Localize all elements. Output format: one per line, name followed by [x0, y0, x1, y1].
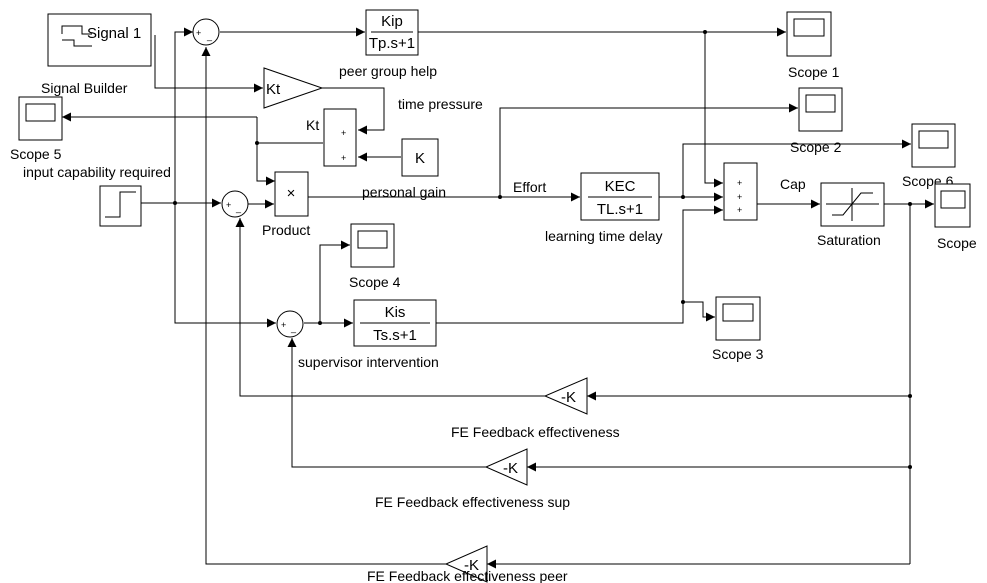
branch-point: [173, 201, 177, 205]
svg-text:K: K: [415, 150, 425, 167]
time-pressure-label: time pressure: [398, 96, 483, 112]
svg-text:TL.s+1: TL.s+1: [597, 201, 643, 218]
feedback-gain-peer[interactable]: -K: [444, 545, 488, 583]
step-icon: [105, 191, 136, 218]
branch-point: [318, 321, 322, 325]
feedback-main-label: FE Feedback effectiveness: [451, 424, 620, 440]
svg-text:+: +: [737, 205, 742, 215]
supervisor-tf-name: supervisor intervention: [298, 354, 439, 370]
svg-text:+: +: [737, 178, 742, 188]
scope-4[interactable]: Scope 4: [349, 223, 401, 290]
supervisor-transfer-function[interactable]: Kis Ts.s+1 supervisor intervention: [298, 299, 439, 370]
feedback-peer-label: FE Feedback effectiveness peer: [367, 568, 568, 583]
svg-text:_: _: [206, 31, 213, 41]
personal-gain-label: personal gain: [362, 184, 446, 200]
signal-lines: [62, 27, 934, 569]
branch-point: [908, 465, 912, 469]
scope-5[interactable]: Scope 5: [10, 96, 63, 162]
sum-peer[interactable]: + _: [192, 18, 220, 46]
scope-2[interactable]: Scope 2: [790, 87, 843, 155]
scope-main[interactable]: Scope: [934, 183, 977, 251]
k-constant[interactable]: K personal gain: [362, 138, 446, 200]
learning-transfer-function[interactable]: KEC TL.s+1 learning time delay: [545, 172, 663, 244]
sum-supervisor[interactable]: + _: [276, 310, 304, 338]
sum-capability[interactable]: + + +: [723, 162, 758, 221]
sum-error[interactable]: + _: [221, 190, 249, 218]
signal-builder-name: Signal Builder: [41, 80, 128, 96]
saturation-curve-icon: [832, 192, 873, 216]
svg-text:+: +: [737, 192, 742, 202]
scope-6[interactable]: Scope 6: [902, 123, 956, 189]
feedback-gain-main[interactable]: -K FE Feedback effectiveness: [451, 377, 620, 440]
scope-1[interactable]: Scope 1: [786, 11, 840, 80]
peer-tf-name: peer group help: [339, 63, 437, 79]
scope-3-label: Scope 3: [712, 346, 764, 362]
branch-points: [173, 30, 912, 469]
kt-gain[interactable]: Kt: [263, 67, 324, 109]
branch-point: [908, 202, 912, 206]
product-label: Product: [262, 222, 310, 238]
scope-2-label: Scope 2: [790, 139, 842, 155]
signal-builder-block[interactable]: Signal 1 Signal Builder: [41, 13, 152, 96]
scope-3[interactable]: Scope 3: [712, 296, 764, 362]
branch-point: [703, 30, 707, 34]
branch-point: [255, 141, 259, 145]
svg-text:+: +: [341, 128, 346, 138]
svg-text:Kis: Kis: [385, 304, 406, 321]
signal-builder-output-label: Signal 1: [87, 25, 141, 42]
svg-text:+: +: [341, 153, 346, 163]
svg-text:-K: -K: [561, 389, 576, 406]
svg-text:+: +: [281, 320, 286, 330]
input-step-block[interactable]: [99, 185, 142, 227]
cap-label: Cap: [780, 176, 806, 192]
branch-point: [908, 394, 912, 398]
svg-text:Ts.s+1: Ts.s+1: [373, 327, 417, 344]
branch-point: [681, 195, 685, 199]
svg-text:+: +: [196, 28, 201, 38]
saturation-label: Saturation: [817, 232, 881, 248]
svg-text:Tp.s+1: Tp.s+1: [369, 35, 415, 52]
sum-time-pressure[interactable]: + +: [323, 108, 357, 167]
svg-text:Kip: Kip: [381, 13, 403, 30]
peer-transfer-function[interactable]: Kip Tp.s+1 peer group help: [339, 9, 437, 79]
svg-text:_: _: [290, 323, 297, 333]
learning-tf-name: learning time delay: [545, 228, 663, 244]
branch-point: [498, 195, 502, 199]
effort-label: Effort: [513, 179, 546, 195]
feedback-sup-label: FE Feedback effectiveness sup: [375, 494, 570, 510]
input-step-label: input capability required: [23, 164, 171, 180]
scope-main-label: Scope: [937, 235, 977, 251]
signal-waveform-icon: [61, 25, 92, 47]
scope-1-label: Scope 1: [788, 64, 840, 80]
svg-text:-K: -K: [464, 557, 479, 574]
scope-4-label: Scope 4: [349, 274, 401, 290]
feedback-gain-sup[interactable]: -K FE Feedback effectiveness sup: [375, 448, 570, 510]
svg-text:×: ×: [287, 185, 296, 202]
scope-5-label: Scope 5: [10, 146, 62, 162]
branch-point: [681, 300, 685, 304]
kt-tag: Kt: [306, 117, 319, 133]
svg-text:-K: -K: [503, 460, 518, 477]
product-block[interactable]: × Product: [262, 171, 310, 238]
svg-text:_: _: [235, 203, 242, 213]
saturation-block[interactable]: Saturation: [817, 182, 885, 248]
svg-text:Kt: Kt: [266, 81, 281, 98]
svg-text:KEC: KEC: [605, 178, 636, 195]
svg-text:+: +: [226, 200, 231, 210]
